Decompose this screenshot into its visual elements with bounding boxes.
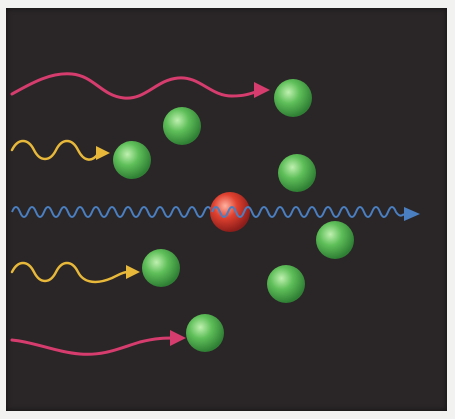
green-atom [163,107,201,145]
magenta-wave-top [12,74,262,98]
yellow-wave-lower [12,263,128,282]
yellow-arrowhead-upper [96,146,110,160]
magenta-arrowhead-top [254,82,270,98]
yellow-arrowhead-lower [126,265,140,279]
magenta-wave-bottom [12,338,174,354]
yellow-wave-upper [12,141,98,160]
green-atom [113,141,151,179]
green-atom [316,221,354,259]
green-atom [274,79,312,117]
green-atom [278,154,316,192]
blue-wave-middle [12,207,212,217]
green-atom [267,265,305,303]
blue-arrowhead [404,207,420,221]
magenta-arrowhead-bottom [170,330,186,346]
green-atom [186,314,224,352]
green-atom [142,249,180,287]
